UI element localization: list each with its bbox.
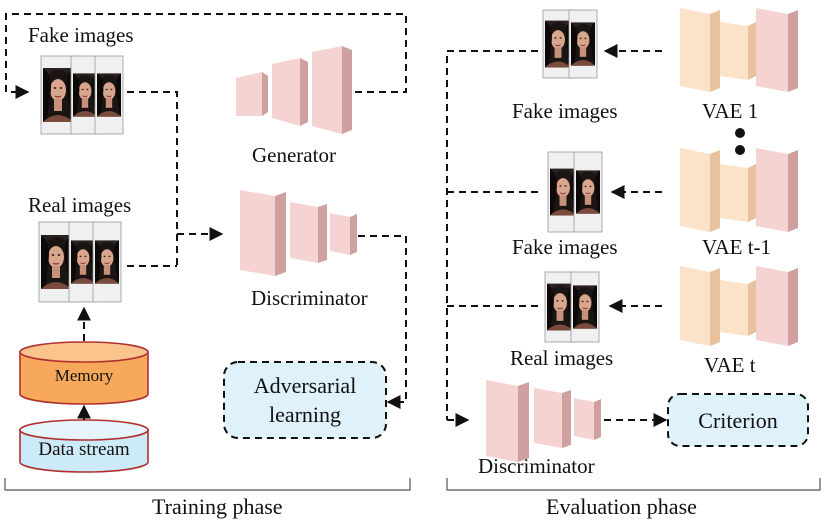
generator-to-fake-arrow <box>5 13 407 99</box>
training-fake-images-stack <box>40 55 124 135</box>
vae-t-minus-1-label: VAE t-1 <box>702 235 771 259</box>
adversarial-label-line2: learning <box>269 402 341 427</box>
fake-to-discriminator-line <box>127 91 178 266</box>
memory-label: Memory <box>55 366 114 385</box>
training-phase-label: Training phase <box>152 494 283 519</box>
vae-1-network <box>680 8 798 92</box>
criterion-box: Criterion <box>667 393 809 447</box>
training-discriminator-network <box>240 190 357 276</box>
criterion-label: Criterion <box>698 408 777 433</box>
eval-fake-images-2-label: Fake images <box>512 235 618 259</box>
generator-network <box>236 46 352 134</box>
vae-t-network <box>680 266 798 346</box>
memory-cylinder: Memory <box>19 341 149 405</box>
eval-real-images-label: Real images <box>510 346 613 370</box>
adversarial-label-line1: Adversarial <box>254 373 357 398</box>
discriminator-to-adversarial-arrow <box>358 235 407 409</box>
generator-label: Generator <box>252 143 336 167</box>
eval-fake-images-1-label: Fake images <box>512 99 618 123</box>
eval-fake-1-line <box>446 50 538 420</box>
adversarial-learning-box: Adversarial learning <box>223 361 387 439</box>
ellipsis-dot-2 <box>735 145 745 155</box>
training-real-images-label: Real images <box>28 193 131 217</box>
vae-t-minus-1-network <box>680 148 798 232</box>
data-stream-cylinder: Data stream <box>19 419 149 473</box>
eval-fake-images-1-stack <box>542 9 598 79</box>
eval-real-images-stack <box>544 271 600 343</box>
vae-t-label: VAE t <box>704 353 756 377</box>
training-phase-brace <box>4 478 411 491</box>
ellipsis-dot-1 <box>735 128 745 138</box>
eval-discriminator-network <box>486 380 601 462</box>
vae-1-label: VAE 1 <box>702 99 758 123</box>
eval-discriminator-label: Discriminator <box>478 454 595 478</box>
training-real-images-stack <box>38 221 122 303</box>
data-stream-label: Data stream <box>38 439 129 460</box>
evaluation-phase-label: Evaluation phase <box>546 494 697 519</box>
evaluation-phase-brace <box>446 478 821 491</box>
eval-fake-images-2-stack <box>547 151 603 233</box>
training-fake-images-label: Fake images <box>28 23 134 47</box>
training-discriminator-label: Discriminator <box>251 286 368 310</box>
